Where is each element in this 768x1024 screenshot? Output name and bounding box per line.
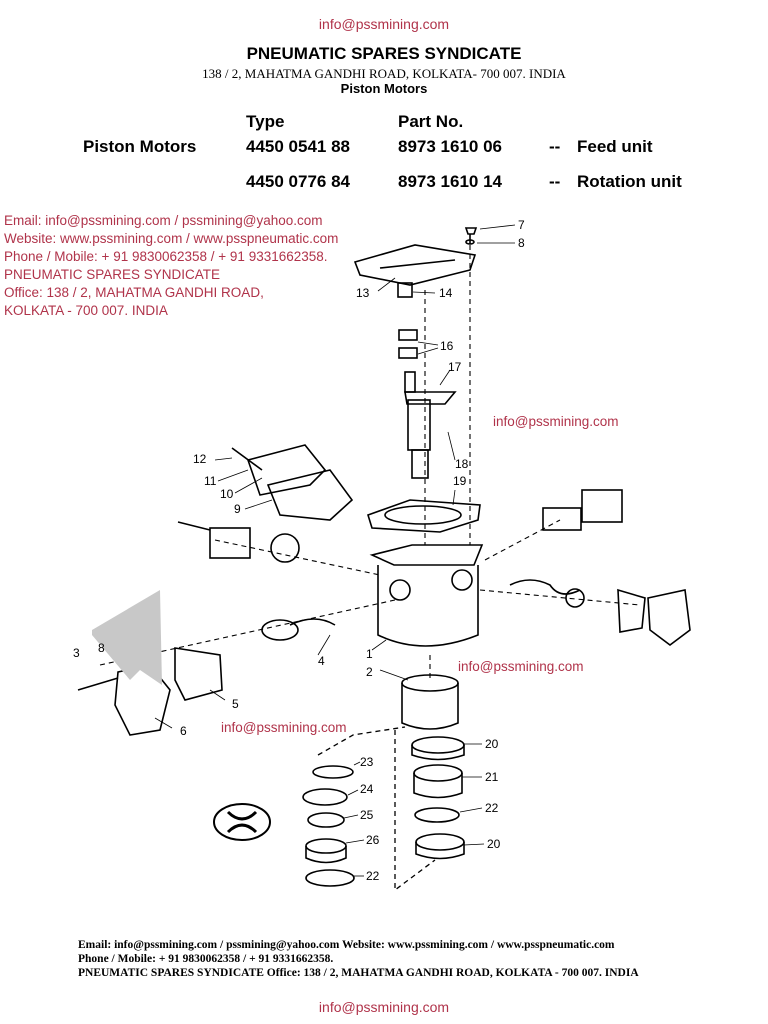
footer-block: Email: info@pssmining.com / pssmining@ya… [78, 938, 639, 980]
row-separator: -- [549, 137, 561, 156]
contact-company: PNEUMATIC SPARES SYNDICATE [4, 267, 221, 282]
company-address: 138 / 2, MAHATMA GANDHI ROAD, KOLKATA- 7… [202, 66, 566, 81]
row-type: 4450 0541 88 [246, 137, 350, 156]
part-no-column-header: Part No. [398, 112, 464, 131]
company-title: PNEUMATIC SPARES SYNDICATE [246, 44, 522, 63]
callout-label: 25 [360, 808, 374, 822]
watermark-email: info@pssmining.com [493, 414, 619, 429]
row-description: Feed unit [577, 137, 653, 156]
callout-label: 20 [485, 737, 499, 751]
callout-label: 7 [518, 218, 525, 232]
row-category: Piston Motors [83, 137, 197, 156]
callout-label: 26 [366, 833, 380, 847]
callout-label: 8 [98, 641, 105, 655]
callout-label: 8 [518, 236, 525, 250]
callout-label: 2 [366, 665, 373, 679]
type-column-header: Type [246, 112, 285, 131]
callout-label: 23 [360, 755, 374, 769]
footer-phone-line: Phone / Mobile: + 91 9830062358 / + 91 9… [78, 953, 334, 965]
callout-label: 14 [439, 286, 453, 300]
callout-label: 4 [318, 654, 325, 668]
callout-label: 12 [193, 452, 207, 466]
contact-website[interactable]: Website: www.pssmining.com / www.psspneu… [4, 231, 339, 246]
contact-email[interactable]: Email: info@pssmining.com / pssmining@ya… [4, 213, 323, 228]
footer-contact-line: Email: info@pssmining.com / pssmining@ya… [78, 939, 615, 951]
row-part-no: 8973 1610 14 [398, 172, 502, 191]
header-email[interactable]: info@pssmining.com [318, 16, 450, 32]
callout-label: 18 [455, 457, 469, 471]
callout-label: 20 [487, 837, 501, 851]
callout-label: 22 [366, 869, 380, 883]
callout-label: 10 [220, 487, 234, 501]
callout-labels: 7 8 13 14 16 17 18 19 12 11 10 9 3 8 1 2… [73, 218, 525, 883]
callout-label: 1 [366, 647, 373, 661]
watermark-email: info@pssmining.com [458, 659, 584, 674]
callout-label: 17 [448, 360, 462, 374]
callout-label: 6 [180, 724, 187, 738]
callout-label: 19 [453, 474, 467, 488]
footer-address-line: PNEUMATIC SPARES SYNDICATE Office: 138 /… [78, 967, 639, 979]
contact-block: Email: info@pssmining.com / pssmining@ya… [4, 212, 338, 320]
row-separator: -- [549, 172, 561, 191]
contact-phone: Phone / Mobile: + 91 9830062358 / + 91 9… [4, 249, 328, 264]
callout-label: 9 [234, 502, 241, 516]
callout-label: 24 [360, 782, 374, 796]
contact-office: Office: 138 / 2, MAHATMA GANDHI ROAD, [4, 285, 264, 300]
row-description: Rotation unit [577, 172, 682, 191]
document-subtitle: Piston Motors [340, 81, 428, 96]
row-part-no: 8973 1610 06 [398, 137, 502, 156]
contact-city: KOLKATA - 700 007. INDIA [4, 303, 168, 318]
footer-email[interactable]: info@pssmining.com [318, 999, 450, 1015]
callout-label: 22 [485, 801, 499, 815]
callout-label: 13 [356, 286, 370, 300]
callout-label: 5 [232, 697, 239, 711]
callout-label: 3 [73, 646, 80, 660]
callout-label: 16 [440, 339, 454, 353]
row-type: 4450 0776 84 [246, 172, 350, 191]
watermark-email: info@pssmining.com [221, 720, 347, 735]
callout-label: 21 [485, 770, 499, 784]
callout-label: 11 [204, 474, 217, 488]
